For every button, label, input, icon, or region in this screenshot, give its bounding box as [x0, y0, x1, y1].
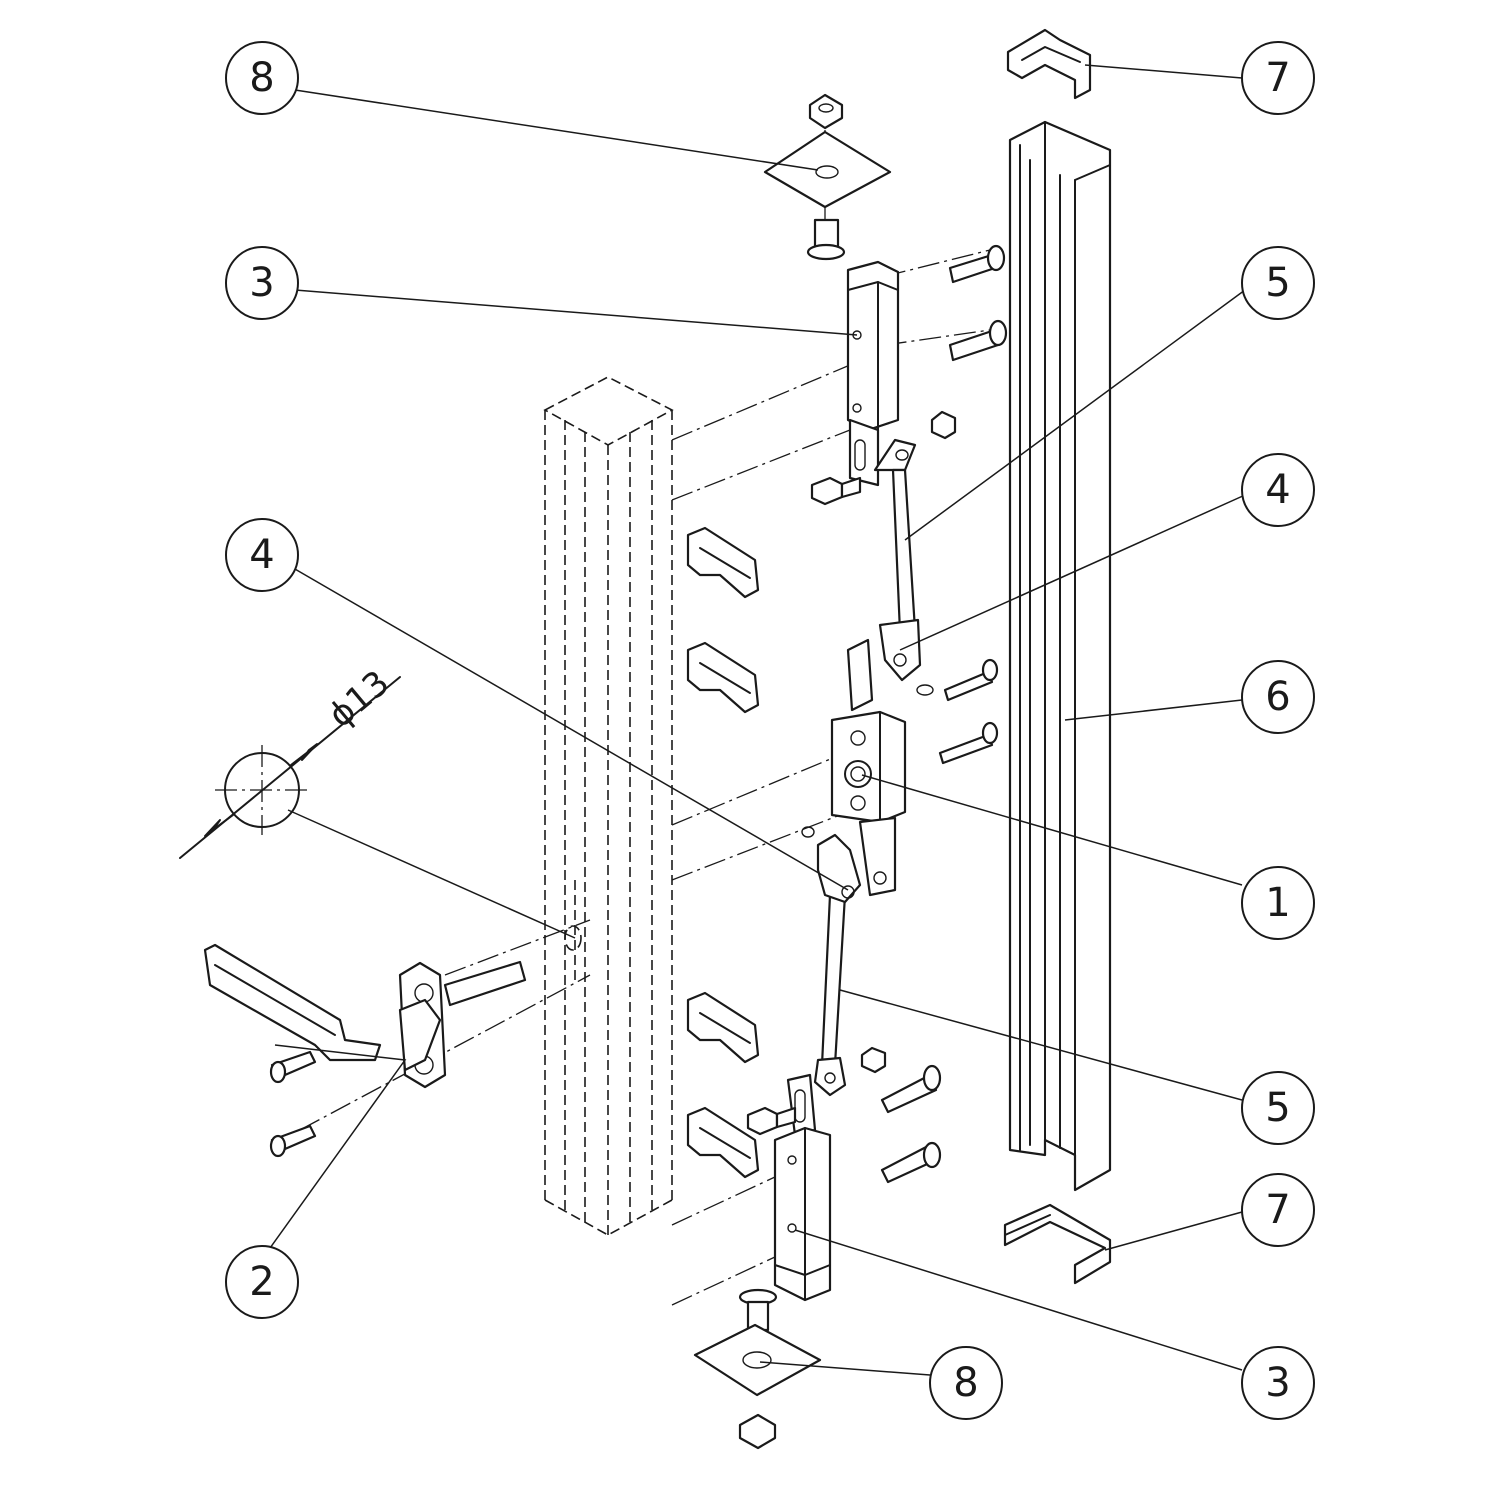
- top-plate-assembly: [763, 93, 892, 261]
- clevis-lower: [801, 826, 862, 904]
- callout-label: 4: [1265, 467, 1290, 513]
- callout-label: 3: [1265, 1360, 1290, 1406]
- callout-label: 7: [1265, 1187, 1290, 1233]
- callout-8-bottom: 8: [929, 1346, 1003, 1420]
- callout-5-bottom: 5: [1241, 1071, 1315, 1145]
- leader-lines: [269, 64, 1246, 1376]
- bottom-plate-assembly: [693, 1288, 822, 1450]
- callout-label: 2: [249, 1259, 274, 1305]
- screws-right: [880, 244, 1008, 1184]
- end-cap-top: [1006, 28, 1092, 100]
- callout-2: 2: [225, 1245, 299, 1319]
- nuts: [860, 410, 957, 1074]
- callout-label: 7: [1265, 55, 1290, 101]
- connecting-rod-top: [878, 468, 922, 682]
- callout-3-top: 3: [225, 246, 299, 320]
- callout-7-top: 7: [1241, 41, 1315, 115]
- u-channel-profile: [1008, 120, 1112, 1192]
- callout-label: 6: [1265, 674, 1290, 720]
- door-handle: [203, 880, 582, 1158]
- diameter-label: ϕ13: [321, 663, 397, 736]
- callout-label: 4: [249, 532, 274, 578]
- callout-8-top: 8: [225, 41, 299, 115]
- bottom-latch-bolt: [773, 1073, 832, 1302]
- callout-5-top: 5: [1241, 246, 1315, 320]
- callout-3-bottom: 3: [1241, 1346, 1315, 1420]
- post-clips: [686, 526, 760, 1179]
- central-gearbox: [830, 638, 934, 897]
- callout-label: 5: [1265, 260, 1290, 306]
- callout-label: 8: [249, 55, 274, 101]
- callout-label: 5: [1265, 1085, 1290, 1131]
- callout-label: 3: [249, 260, 274, 306]
- end-cap-bottom: [1003, 1203, 1112, 1285]
- callout-4-left: 4: [225, 518, 299, 592]
- top-latch-bolt: [846, 260, 917, 487]
- callout-1: 1: [1241, 866, 1315, 940]
- callout-label: 1: [1265, 880, 1290, 926]
- callout-6: 6: [1241, 660, 1315, 734]
- square-post-phantom: [543, 376, 674, 1236]
- diameter-dimension: ϕ13: [179, 663, 401, 859]
- callout-4-right: 4: [1241, 453, 1315, 527]
- hex-bolts: [746, 476, 862, 1136]
- callout-label: 8: [953, 1360, 978, 1406]
- assembly-center-lines: [299, 130, 991, 1330]
- connecting-rod-bottom: [813, 893, 847, 1097]
- callout-7-bottom: 7: [1241, 1173, 1315, 1247]
